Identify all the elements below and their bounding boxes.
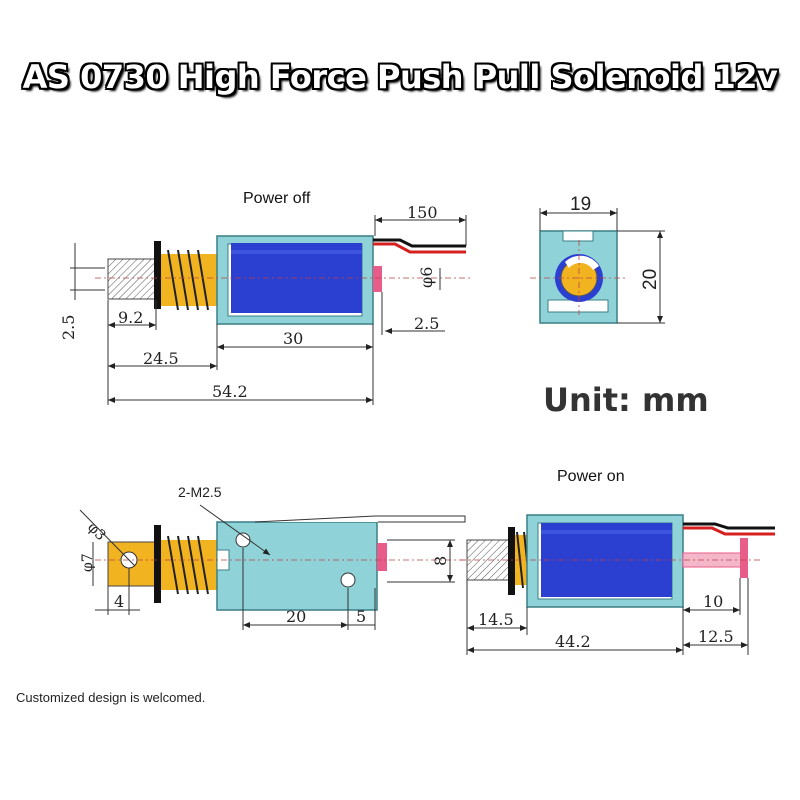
dim-wire-length: 150 — [407, 203, 438, 222]
on-wire-black — [683, 522, 775, 530]
power-on-label: Power on — [557, 468, 625, 485]
wire-red — [373, 242, 466, 254]
dim-10: 10 — [703, 592, 723, 611]
dim-8: 8 — [431, 556, 450, 566]
dim-end-width: 19 — [570, 194, 591, 215]
power-off-view: 150 φ6 2.5 9.2 30 2.5 24.5 54.2 — [59, 203, 470, 405]
mount-hole-2 — [340, 572, 356, 588]
dim-9-2: 9.2 — [118, 308, 143, 327]
dim-plunger-dia: φ6 — [417, 267, 436, 288]
dim-24-5: 24.5 — [143, 349, 179, 368]
dim-54-2: 54.2 — [212, 382, 248, 401]
end-view: 19 20 — [530, 194, 665, 324]
on-wire-red — [683, 526, 775, 536]
dim-tip-dia: φ7 — [80, 553, 96, 572]
plunger-end — [373, 266, 382, 292]
dim-gap: 2.5 — [414, 314, 439, 333]
dim-hole-dia: φ3 — [84, 520, 109, 545]
dim-tip-height: 2.5 — [59, 315, 78, 340]
unit-label: Unit: mm — [543, 381, 709, 419]
page-title: AS 0730 High Force Push Pull Solenoid 12… — [22, 58, 778, 96]
footer-note: Customized design is welcomed. — [16, 690, 206, 705]
mount-hole-1 — [235, 532, 251, 548]
dim-14-5: 14.5 — [478, 610, 514, 629]
washer — [154, 241, 161, 309]
bottom-plunger-end — [377, 543, 387, 571]
dim-12-5: 12.5 — [698, 627, 734, 646]
wire-black — [373, 238, 466, 248]
on-plunger-head — [740, 538, 748, 578]
power-off-label: Power off — [243, 190, 311, 207]
dim-5: 5 — [356, 607, 366, 626]
dim-20-bottom: 20 — [286, 607, 306, 626]
on-washer — [508, 527, 515, 595]
dim-44-2: 44.2 — [555, 632, 591, 651]
plunger-tip — [107, 258, 157, 300]
bottom-washer — [154, 525, 161, 603]
dim-4: 4 — [114, 592, 124, 611]
dim-end-height: 20 — [640, 269, 661, 290]
dim-screw-spec: 2-M2.5 — [178, 484, 222, 500]
dim-30: 30 — [283, 329, 303, 348]
bottom-view: φ3 2-M2.5 φ7 4 20 5 8 — [79, 484, 470, 630]
power-on-view: 14.5 44.2 10 12.5 — [460, 514, 775, 655]
